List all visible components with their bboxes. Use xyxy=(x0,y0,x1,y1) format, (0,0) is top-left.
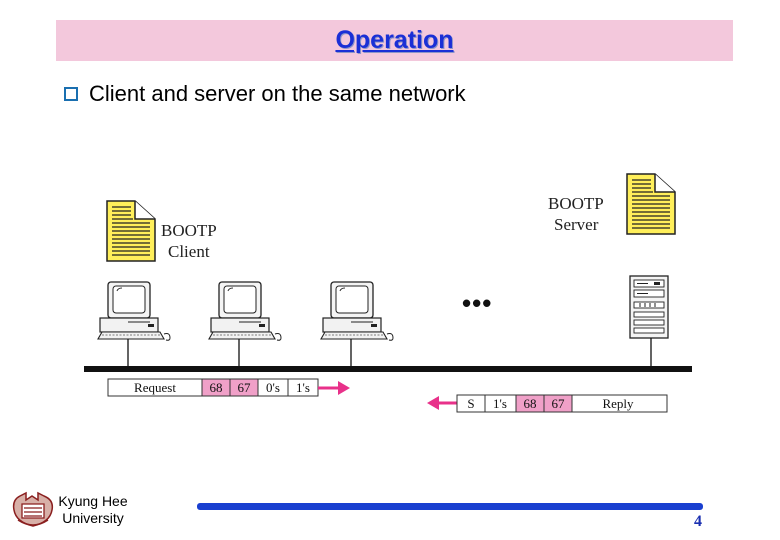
university-name: Kyung Hee University xyxy=(56,493,130,527)
reply-field-dst-addr: 1's xyxy=(493,396,507,411)
reply-field-src-addr: S xyxy=(467,396,474,411)
bullet-checkbox-icon xyxy=(64,87,78,101)
reply-frame-arrow-left-icon xyxy=(427,396,457,410)
server-document-icon xyxy=(626,173,676,235)
client-document-icon xyxy=(106,200,156,262)
reply-frame: S 1's 68 67 Reply xyxy=(456,394,668,413)
server-tower-icon xyxy=(629,275,669,339)
title-bar: Operation xyxy=(56,20,733,61)
computer-icon xyxy=(208,281,282,341)
network-backbone xyxy=(84,366,692,372)
request-field-src-port: 68 xyxy=(210,380,223,395)
page-title: Operation xyxy=(335,26,454,54)
university-name-line1: Kyung Hee xyxy=(58,493,128,509)
page-number: 4 xyxy=(694,513,702,530)
reply-label: Reply xyxy=(602,396,634,411)
client-label-line2: Client xyxy=(168,242,210,261)
footer-bar xyxy=(197,503,703,510)
request-arrow-right-icon xyxy=(318,381,350,395)
server-label-line2: Server xyxy=(554,215,599,234)
request-field-src-addr: 0's xyxy=(266,380,280,395)
client-label-line1: BOOTP xyxy=(161,221,217,240)
server-label-line1: BOOTP xyxy=(548,194,604,213)
request-frame: Request 68 67 0's 1's xyxy=(107,378,319,397)
reply-field-dst-port: 67 xyxy=(552,396,566,411)
computer-icon xyxy=(97,281,171,341)
university-name-line2: University xyxy=(62,510,124,526)
request-field-dst-addr: 1's xyxy=(296,380,310,395)
bullet-text: Client and server on the same network xyxy=(89,81,466,106)
university-logo-icon xyxy=(12,491,54,527)
computer-icon xyxy=(320,281,394,341)
request-label: Request xyxy=(134,380,176,395)
request-field-dst-port: 67 xyxy=(238,380,252,395)
reply-field-src-port: 68 xyxy=(524,396,537,411)
host-drop-lines xyxy=(127,338,652,367)
more-hosts-ellipsis: ••• xyxy=(462,288,492,318)
